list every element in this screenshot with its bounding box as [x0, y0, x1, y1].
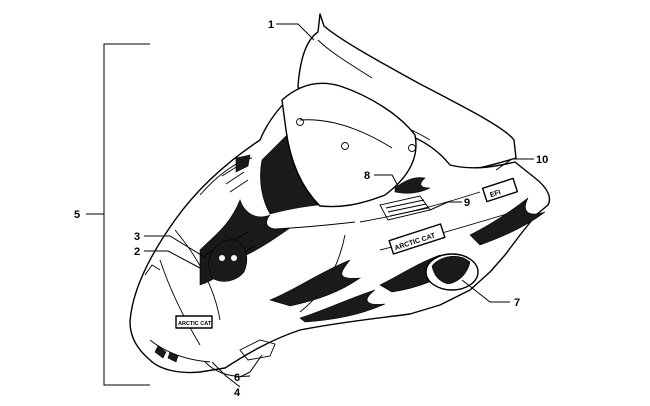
brand-nose-decal: ARCTIC CAT — [178, 321, 212, 327]
callout-8: 8 — [364, 170, 370, 182]
leader-lines — [144, 23, 534, 388]
callout-6: 6 — [234, 372, 240, 384]
callout-9: 9 — [464, 197, 470, 209]
callout-4: 4 — [234, 387, 241, 399]
callout-3: 3 — [134, 231, 140, 243]
callout-5: 5 — [74, 209, 80, 221]
callout-10: 10 — [536, 154, 548, 166]
callout-7: 7 — [514, 297, 520, 309]
callout-2: 2 — [134, 246, 140, 258]
hood-body — [129, 82, 551, 377]
callout-1: 1 — [268, 19, 274, 31]
callout-labels: 1 2 3 4 5 6 7 8 9 10 — [74, 19, 548, 399]
efi-decal: EFI — [489, 189, 502, 199]
assembly-bracket — [86, 43, 150, 386]
